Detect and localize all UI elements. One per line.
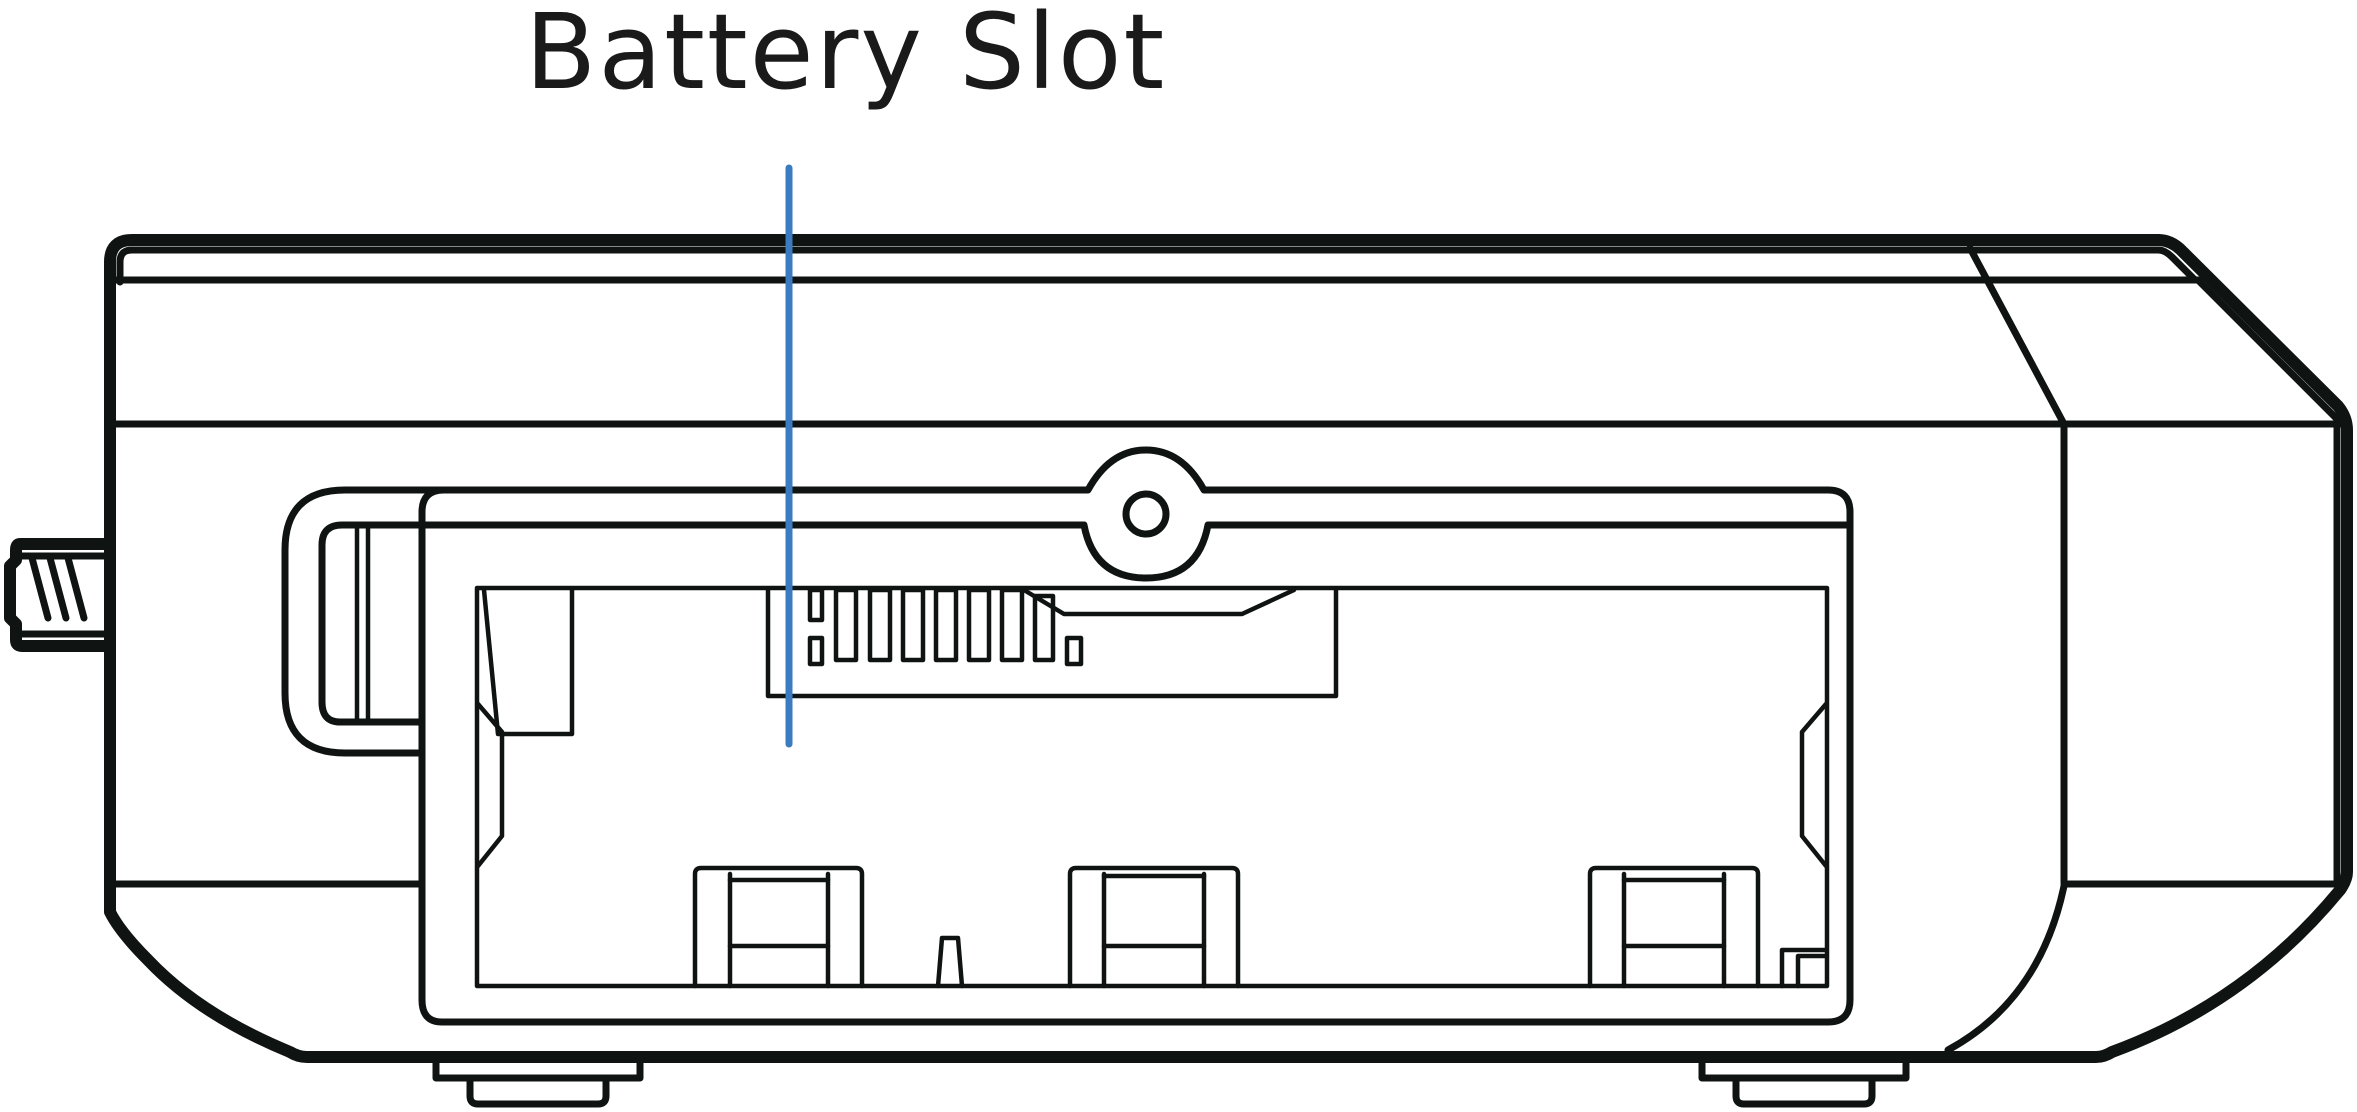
contact-pin (999, 587, 1025, 663)
left-cavity-guide (475, 701, 505, 869)
battery-slot-label: Battery Slot (525, 0, 1166, 113)
corner-detail (1779, 947, 1829, 989)
contact-pin-small (1064, 635, 1084, 667)
top-band (116, 246, 2199, 286)
battery-cavity (474, 585, 1830, 989)
bottom-clip (1587, 865, 1761, 989)
connector-housing (4, 538, 116, 652)
compartment-inner (318, 521, 1854, 726)
battery-compartment (281, 446, 1854, 1026)
contact-pin (833, 587, 859, 663)
center-post (935, 935, 965, 989)
corner-detail (1795, 953, 1829, 989)
housing-outline (104, 234, 2353, 1063)
foot-left (432, 1056, 644, 1108)
screw-icon (1122, 490, 1170, 538)
contact-pin-small (807, 635, 825, 667)
contact-pin (1032, 593, 1056, 663)
side-connector (4, 538, 116, 652)
contact-block (765, 587, 1339, 699)
bottom-clip (1067, 865, 1241, 989)
connector-pin (46, 554, 70, 622)
contact-pin (966, 587, 992, 663)
contact-pin (867, 587, 893, 663)
bevel-line (2194, 276, 2344, 426)
contact-pin (900, 587, 926, 663)
bottom-clip (692, 865, 865, 989)
compartment-outer (281, 446, 1854, 1026)
right-lower-curve (1944, 882, 2068, 1054)
connector-pin (64, 554, 88, 622)
contact-pin-small (807, 587, 825, 623)
contact-block-ridge (1021, 587, 1297, 617)
connector-pin (28, 554, 52, 622)
left-cavity-notch (481, 587, 575, 737)
device-body (104, 234, 2353, 1063)
contact-pin (933, 587, 959, 663)
foot-right (1698, 1056, 1910, 1108)
right-cavity-guide (1799, 701, 1829, 869)
bevel-diagonal (1966, 244, 2068, 428)
